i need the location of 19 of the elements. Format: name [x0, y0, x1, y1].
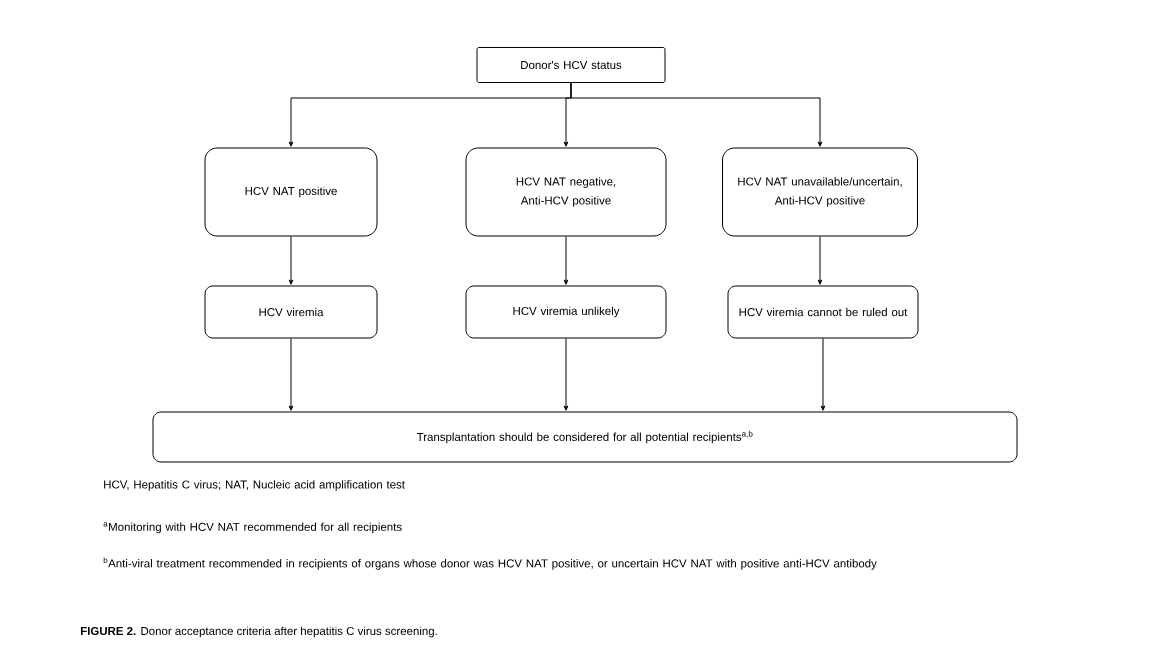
process-box: HCV viremia unlikely	[465, 285, 667, 339]
process-box: Donor's HCV status	[476, 47, 666, 83]
arrow	[288, 236, 294, 285]
process-box: HCV viremia	[204, 285, 378, 339]
process-box: Transplantation should be considered for all potential recipients$^{a,b}$	[152, 411, 1018, 463]
process-box: HCV viremia cannot be ruled out	[727, 285, 919, 339]
arrow	[820, 338, 826, 411]
process-box: HCV NAT negative, Anti-HCV positive	[465, 147, 667, 237]
arrow	[563, 236, 569, 285]
footnote: HCV, Hepatitis C virus; NAT, Nucleic acid amplification test	[104, 480, 405, 491]
arrow	[570, 82, 823, 147]
footnote: $^{b}$Anti-viral treatment recommended in recipients of organs whose donor was HCV NAT positive, or uncertain HCV NAT with positive anti-HCV antibody	[103, 557, 877, 570]
process-box: HCV NAT unavailable/uncertain, Anti-HCV positive	[722, 147, 918, 237]
arrow	[563, 338, 569, 411]
process-box: HCV NAT positive	[204, 147, 378, 237]
caption: FIGURE 2. Donor acceptance criteria after hepatitis C virus screening.	[80, 626, 437, 638]
footnote: $^{a}$Monitoring with HCV NAT recommended for all recipients	[103, 522, 402, 534]
arrow	[817, 236, 823, 285]
arrow	[288, 338, 294, 411]
